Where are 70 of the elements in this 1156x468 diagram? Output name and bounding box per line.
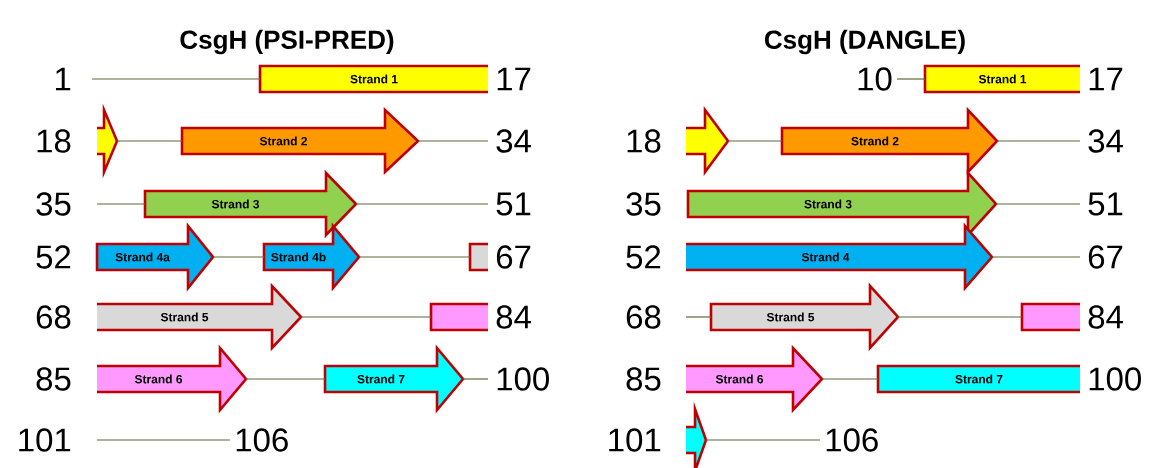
- residue-number: 84: [496, 305, 531, 329]
- beta-strand: Strand 4: [686, 222, 994, 292]
- beta-strand: Strand 7: [323, 344, 465, 414]
- arrow-fragment: [97, 103, 119, 179]
- residue-number: 100: [1089, 367, 1141, 391]
- backbone-line: [300, 316, 432, 318]
- backbone-line: [355, 203, 489, 205]
- backbone-line: [417, 140, 489, 142]
- arrow-fragment: [686, 106, 730, 176]
- arrow-fragment: [686, 401, 708, 468]
- backbone-line: [358, 256, 471, 258]
- panel-title: CsgH (DANGLE): [764, 29, 965, 55]
- residue-number: 68: [36, 305, 71, 329]
- residue-number: 106: [236, 428, 288, 452]
- residue-number: 101: [609, 428, 661, 452]
- panel-title: CsgH (PSI-PRED): [180, 29, 394, 55]
- beta-strand: Strand 6: [686, 344, 824, 414]
- box-fragment: [1020, 302, 1080, 332]
- residue-number: 34: [1088, 129, 1123, 153]
- beta-strand: Strand 2: [180, 107, 420, 175]
- backbone-line: [991, 256, 1081, 258]
- residue-number: 85: [626, 367, 661, 391]
- backbone-line: [212, 256, 265, 258]
- backbone-line: [705, 439, 821, 441]
- backbone-line: [896, 78, 926, 80]
- residue-number: 17: [1089, 67, 1123, 91]
- backbone-line: [245, 378, 326, 380]
- backbone-line: [685, 316, 712, 318]
- residue-number: 67: [1088, 245, 1123, 269]
- box-fragment: [468, 242, 488, 272]
- backbone-line: [91, 78, 261, 80]
- strand-box: Strand 7: [876, 364, 1080, 394]
- backbone-line: [96, 203, 146, 205]
- residue-number: 10: [858, 67, 892, 91]
- beta-strand: Strand 4a: [95, 222, 215, 292]
- strand-box: Strand 1: [258, 64, 488, 94]
- backbone-line: [821, 378, 879, 380]
- beta-strand: Strand 5: [709, 282, 900, 352]
- residue-number: 18: [627, 129, 661, 153]
- backbone-line: [996, 140, 1081, 142]
- residue-number: 106: [826, 428, 878, 452]
- backbone-line: [897, 316, 1023, 318]
- residue-number: 67: [496, 245, 531, 269]
- residue-number: 17: [497, 67, 531, 91]
- residue-number: 34: [496, 129, 531, 153]
- residue-number: 51: [496, 192, 531, 216]
- residue-number: 51: [1088, 192, 1123, 216]
- backbone-line: [995, 203, 1081, 205]
- backbone-line: [116, 140, 183, 142]
- backbone-line: [96, 439, 231, 441]
- residue-number: 35: [36, 192, 71, 216]
- residue-number: 1: [55, 67, 71, 91]
- residue-number: 52: [36, 245, 71, 269]
- residue-number: 85: [36, 367, 71, 391]
- residue-number: 100: [497, 367, 549, 391]
- residue-number: 68: [626, 305, 661, 329]
- box-fragment: [429, 302, 488, 332]
- backbone-line: [462, 378, 489, 380]
- beta-strand: Strand 3: [143, 169, 358, 239]
- residue-number: 101: [19, 428, 71, 452]
- strand-box: Strand 1: [923, 64, 1080, 94]
- backbone-line: [727, 140, 783, 142]
- beta-strand: Strand 5: [97, 282, 303, 352]
- beta-strand: Strand 4b: [262, 222, 361, 292]
- residue-number: 35: [626, 192, 661, 216]
- residue-number: 52: [626, 245, 661, 269]
- beta-strand: Strand 2: [780, 106, 999, 176]
- residue-number: 84: [1088, 305, 1123, 329]
- beta-strand: Strand 6: [97, 344, 248, 414]
- residue-number: 18: [37, 129, 71, 153]
